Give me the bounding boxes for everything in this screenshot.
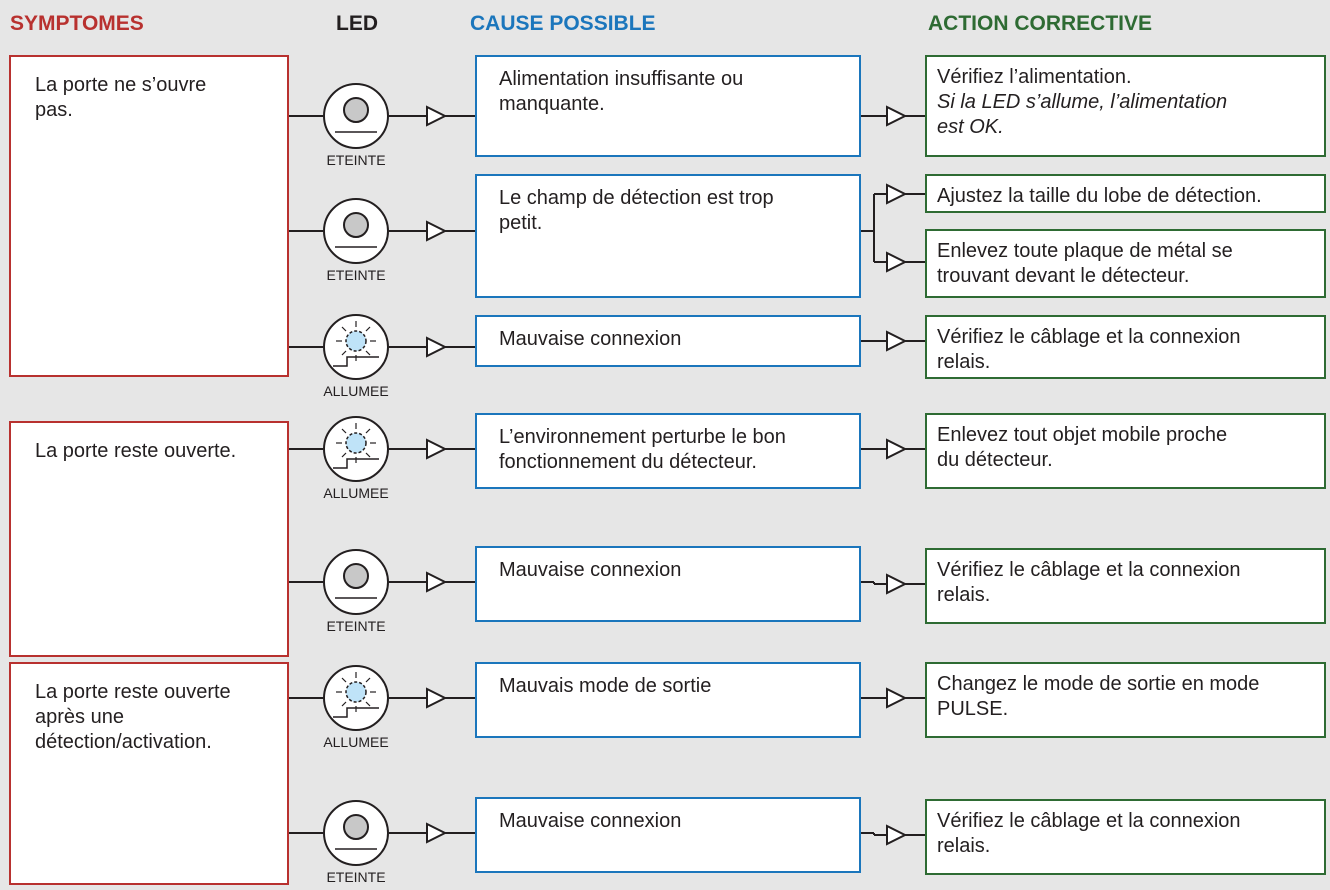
- text-line: La porte reste ouverte.: [35, 440, 237, 462]
- text-line: relais.: [937, 835, 991, 857]
- text-line: après une: [35, 706, 124, 728]
- action-box: Vérifiez l’alimentation. Si la LED s’allu…: [925, 55, 1326, 157]
- arrow-icon: [426, 687, 448, 709]
- arrow-icon: [886, 824, 908, 846]
- text-line: Vérifiez le câblage et la connexion: [937, 326, 1241, 348]
- arrow-icon: [886, 330, 908, 352]
- led-state-label: ETEINTE: [326, 267, 386, 283]
- text-line: Mauvaise connexion: [499, 328, 682, 350]
- arrow-icon: [886, 573, 908, 595]
- text-line: Enlevez tout objet mobile proche: [937, 424, 1228, 446]
- led-on-icon: [323, 665, 389, 731]
- text-line: Ajustez la taille du lobe de détection.: [937, 185, 1262, 207]
- cause-box: Mauvais mode de sortie: [475, 662, 861, 738]
- text-line: pas.: [35, 99, 73, 121]
- cause-box: Mauvaise connexion: [475, 797, 861, 873]
- arrow-icon: [886, 438, 908, 460]
- led-off-icon: [323, 800, 389, 866]
- text-line: La porte reste ouverte: [35, 681, 231, 703]
- text-line: Le champ de détection est trop: [499, 187, 774, 209]
- header-led: LED: [336, 12, 378, 35]
- header-symptomes: SYMPTOMES: [10, 12, 144, 35]
- text-line: Vérifiez le câblage et la connexion: [937, 559, 1241, 581]
- arrow-icon: [426, 220, 448, 242]
- text-line: du détecteur.: [937, 449, 1053, 471]
- led-state-label: ETEINTE: [326, 618, 386, 634]
- text-line: trouvant devant le détecteur.: [937, 265, 1190, 287]
- cause-box: Alimentation insuffisante ou manquante.: [475, 55, 861, 157]
- text-line: petit.: [499, 212, 543, 234]
- arrow-icon: [886, 105, 908, 127]
- led-state-label: ALLUMEE: [323, 734, 389, 750]
- led-state-label: ALLUMEE: [323, 485, 389, 501]
- arrow-icon: [426, 438, 448, 460]
- led-state-label: ETEINTE: [326, 869, 386, 885]
- led-state-label: ETEINTE: [326, 152, 386, 168]
- arrow-icon: [886, 687, 908, 709]
- text-line: Enlevez toute plaque de métal se: [937, 240, 1233, 262]
- led-off-icon: [323, 198, 389, 264]
- action-box: Vérifiez le câblage et la connexion relai…: [925, 315, 1326, 379]
- symptom-box: La porte reste ouverte.: [9, 421, 289, 657]
- symptom-box: La porte reste ouverte après une détection…: [9, 662, 289, 885]
- header-action-corrective: ACTION CORRECTIVE: [928, 12, 1153, 35]
- arrow-icon: [426, 571, 448, 593]
- note-line: Si la LED s’allume, l’alimentation: [937, 91, 1228, 113]
- action-box: Vérifiez le câblage et la connexion relai…: [925, 548, 1326, 624]
- arrow-icon: [426, 105, 448, 127]
- symptom-box: La porte ne s’ouvre pas.: [9, 55, 289, 377]
- header-cause-possible: CAUSE POSSIBLE: [470, 12, 656, 35]
- text-line: relais.: [937, 584, 991, 606]
- arrow-icon: [886, 183, 908, 205]
- arrow-icon: [886, 251, 908, 273]
- text-line: Changez le mode de sortie en mode: [937, 673, 1260, 695]
- text-line: manquante.: [499, 93, 605, 115]
- led-on-icon: [323, 416, 389, 482]
- action-box: Vérifiez le câblage et la connexion relai…: [925, 799, 1326, 875]
- text-line: relais.: [937, 351, 991, 373]
- text-line: Alimentation insuffisante ou: [499, 68, 744, 90]
- text-line: Vérifiez l’alimentation.: [937, 66, 1132, 88]
- text-line: Mauvaise connexion: [499, 559, 682, 581]
- cause-box: Mauvaise connexion: [475, 315, 861, 367]
- note-line: est OK.: [937, 116, 1004, 138]
- action-box: Enlevez tout objet mobile proche du détec…: [925, 413, 1326, 489]
- text-line: Vérifiez le câblage et la connexion: [937, 810, 1241, 832]
- arrow-icon: [426, 336, 448, 358]
- cause-box: Mauvaise connexion: [475, 546, 861, 622]
- text-line: détection/activation.: [35, 731, 212, 753]
- cause-box: Le champ de détection est trop petit.: [475, 174, 861, 298]
- led-state-label: ALLUMEE: [323, 383, 389, 399]
- led-on-icon: [323, 314, 389, 380]
- led-off-icon: [323, 549, 389, 615]
- arrow-icon: [426, 822, 448, 844]
- cause-box: L’environnement perturbe le bon fonctionn…: [475, 413, 861, 489]
- text-line: L’environnement perturbe le bon: [499, 426, 786, 448]
- text-line: Mauvaise connexion: [499, 810, 682, 832]
- led-off-icon: [323, 83, 389, 149]
- text-line: PULSE.: [937, 698, 1009, 720]
- text-line: fonctionnement du détecteur.: [499, 451, 757, 473]
- text-line: La porte ne s’ouvre: [35, 74, 207, 96]
- text-line: Mauvais mode de sortie: [499, 675, 712, 697]
- action-box: Ajustez la taille du lobe de détection.: [925, 174, 1326, 213]
- action-box: Enlevez toute plaque de métal se trouvant…: [925, 229, 1326, 298]
